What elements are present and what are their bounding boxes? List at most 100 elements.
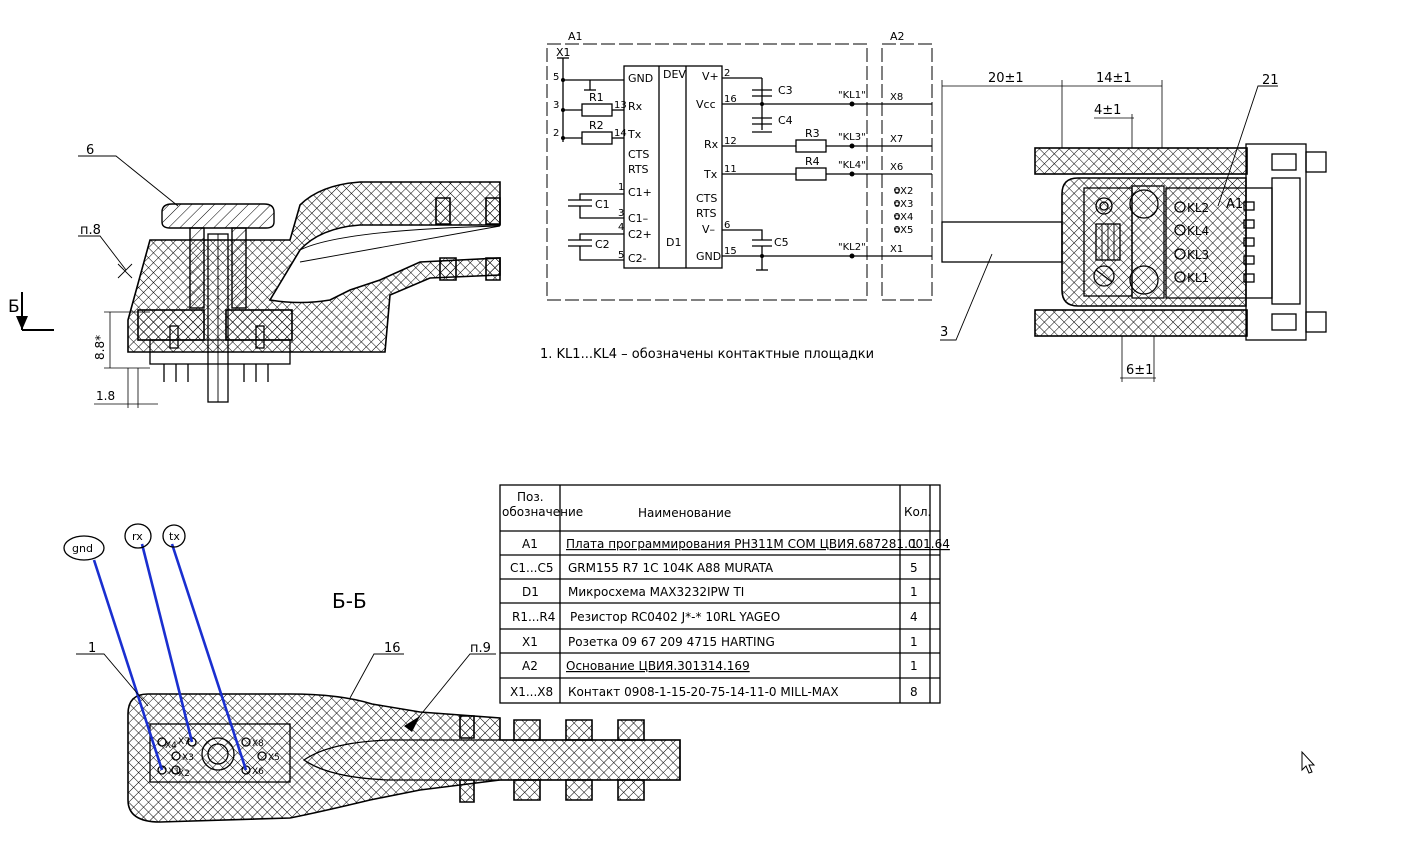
table-row-pos: X1 [522, 635, 538, 649]
pin-num-r5: 6 [724, 220, 730, 231]
pin-num-r2: 16 [724, 94, 737, 105]
x4-label: oX4 [894, 212, 913, 223]
left-labels: 6 п.8 Б 8.8* 1.8 [8, 143, 115, 403]
table-row-name: Основание ЦВИЯ.301314.169 [566, 659, 750, 673]
pad-kl1-label: "KL1" [838, 90, 866, 101]
connector-cross-section [16, 155, 501, 408]
chip-pin-cts-r: CTS [696, 192, 717, 205]
chip-pin-rx: Rx [628, 100, 643, 113]
parts-table: Поз. обозначение Наименование Кол. A1 Пл… [499, 484, 950, 704]
dim-4: 4±1 [1094, 103, 1121, 118]
callout-p8: п.8 [80, 223, 101, 238]
chip-pin-tx: Tx [627, 128, 642, 141]
block-a2-label: A2 [890, 30, 905, 43]
table-row-pos: R1...R4 [512, 610, 555, 624]
mouse-cursor-icon [1301, 750, 1316, 774]
section-title: Б-Б [332, 589, 367, 613]
callout-21: 21 [1262, 73, 1279, 88]
board-a1-label: A1 [1226, 197, 1243, 212]
pin-num-r6: 15 [724, 246, 737, 257]
table-header-pos-1: Поз. [517, 490, 544, 504]
table-header-pos-2: обозначение [502, 505, 583, 519]
callout-16: 16 [384, 641, 401, 656]
schematic-labels: A1 A2 X1 GND Rx Tx CTS RTS C1+ C1– C2+ C… [540, 30, 913, 362]
pad-kl2-label: "KL2" [838, 242, 866, 253]
table-row-qty: 4 [910, 610, 918, 624]
cap-c2-label: C2 [595, 238, 610, 251]
pin-num-l9: 5 [618, 250, 624, 261]
x8-label: X8 [890, 92, 903, 103]
table-row-name: Резистор RC0402 J*-* 10RL YAGEO [570, 610, 780, 624]
pin-x1: X1 [168, 767, 180, 777]
pin-num-l1: 5 [553, 72, 559, 83]
schematic-note: 1. KL1...KL4 – обозначены контактные пло… [540, 347, 874, 362]
x5-label: oX5 [894, 225, 913, 236]
cap-c3-label: C3 [778, 84, 793, 97]
x1-right-label: X1 [890, 244, 903, 255]
table-row-pos: C1...C5 [510, 561, 553, 575]
table-row-name: GRM155 R7 1C 104K A88 MURATA [568, 561, 774, 575]
table-row-pos: A2 [522, 659, 538, 673]
pin-num-l3: 2 [553, 128, 559, 139]
callout-p9: п.9 [470, 641, 491, 656]
wire-label-tx: tx [169, 530, 180, 543]
dim-20: 20±1 [988, 71, 1024, 86]
pin-x7: X7 [178, 737, 190, 747]
pad-kl4: KL4 [1187, 224, 1209, 238]
pin-x4: X4 [165, 741, 177, 751]
table-row-qty: 8 [910, 685, 918, 699]
table-row-qty: 1 [910, 585, 918, 599]
callout-3: 3 [940, 325, 948, 340]
wire-label-gnd: gnd [72, 542, 93, 555]
dim-6: 6±1 [1126, 363, 1153, 378]
chip-pin-rts: RTS [628, 163, 649, 176]
x7-label: X7 [890, 134, 903, 145]
pin-num-l5: 14 [614, 128, 627, 139]
pad-kl2: KL2 [1187, 201, 1209, 215]
chip-pin-gnd-r: GND [696, 250, 721, 263]
pin-num-l4: 13 [614, 100, 627, 111]
table-row-qty: 1 [910, 659, 918, 673]
pin-x2: X2 [178, 769, 190, 779]
pin-x6: X6 [252, 767, 264, 777]
table-row-name: Плата программирования PH311M COM ЦВИЯ.6… [566, 537, 950, 551]
x1-label: X1 [556, 46, 571, 59]
cap-c5-label: C5 [774, 236, 789, 249]
pad-kl1: KL1 [1187, 271, 1209, 285]
wire-rx [140, 543, 194, 743]
section-bb-view [76, 543, 681, 823]
wire-gnd [92, 559, 164, 771]
cap-c4-label: C4 [778, 114, 793, 127]
x2-label: oX2 [894, 186, 913, 197]
table-row-pos: A1 [522, 537, 538, 551]
pad-kl4-label: "KL4" [838, 160, 866, 171]
callout-1: 1 [88, 641, 96, 656]
pin-x8: X8 [252, 739, 264, 749]
x6-label: X6 [890, 162, 903, 173]
table-row-name: Микросхема MAX3232IPW TI [568, 585, 744, 599]
pad-kl3-label: "KL3" [838, 132, 866, 143]
chip-pin-rts-r: RTS [696, 207, 717, 220]
table-row-pos: X1...X8 [510, 685, 553, 699]
x3-label: oX3 [894, 199, 913, 210]
dim-8-8: 8.8* [93, 335, 107, 360]
chip-pin-c1p: C1+ [628, 186, 652, 199]
chip-pin-c2m: C2- [628, 252, 647, 265]
resistor-r4-label: R4 [805, 155, 820, 168]
table-row-qty: 1 [910, 635, 918, 649]
pin-num-l7: 3 [618, 208, 624, 219]
table-row-qty: 1 [910, 537, 918, 551]
chip-pin-cts: CTS [628, 148, 649, 161]
pin-num-r1: 2 [724, 68, 730, 79]
pin-num-r3: 12 [724, 136, 737, 147]
table-header-name: Наименование [638, 506, 731, 520]
resistor-r1-label: R1 [589, 91, 604, 104]
table-row-pos: D1 [522, 585, 539, 599]
table-row-qty: 5 [910, 561, 918, 575]
circuit-schematic [546, 43, 933, 301]
cap-c1-label: C1 [595, 198, 610, 211]
pin-num-r4: 11 [724, 164, 737, 175]
callout-6: 6 [86, 143, 94, 158]
resistor-r2-label: R2 [589, 119, 604, 132]
